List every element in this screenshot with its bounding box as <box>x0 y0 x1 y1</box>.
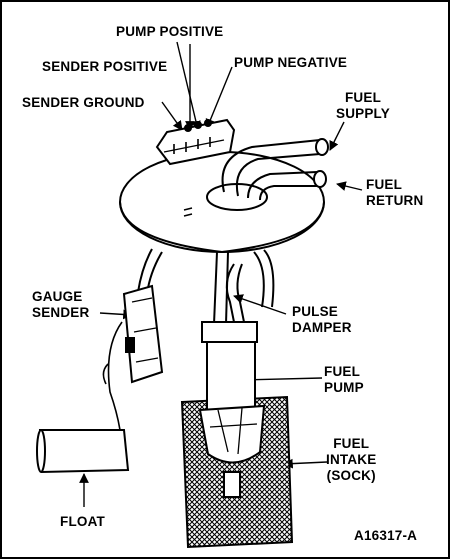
leader-pump-positive <box>176 41 201 131</box>
gauge-sender-body <box>122 284 164 384</box>
figure-id: A16317-A <box>354 528 418 543</box>
leader-sender-ground <box>161 101 183 131</box>
label-pump-negative: PUMP NEGATIVE <box>234 55 348 70</box>
flange-plate <box>119 151 325 254</box>
label-float: FLOAT <box>60 514 105 529</box>
support-tubes <box>137 248 275 325</box>
leader-pump-negative <box>205 66 233 129</box>
label-gauge-sender: GAUGE SENDER <box>32 289 90 320</box>
leader-lines <box>79 41 363 507</box>
leader-fuel-supply <box>329 121 345 151</box>
pump-body <box>198 321 266 498</box>
label-fuel-intake: FUEL INTAKE (SOCK) <box>326 436 377 483</box>
leader-fuel-intake <box>283 458 328 469</box>
label-pulse-damper: PULSE DAMPER <box>292 304 352 335</box>
connector-block <box>155 118 236 166</box>
leader-pulse-damper <box>233 294 287 315</box>
float-arm-and-float <box>36 321 130 474</box>
label-fuel-supply: FUEL SUPPLY <box>336 90 390 121</box>
label-fuel-pump: FUEL PUMP <box>324 364 364 395</box>
fuel-lines <box>221 138 329 201</box>
label-pump-positive: PUMP POSITIVE <box>116 24 224 39</box>
label-fuel-return: FUEL RETURN <box>366 177 424 208</box>
leader-fuel-return <box>336 181 363 191</box>
label-sender-positive: SENDER POSITIVE <box>42 59 168 74</box>
label-sender-ground: SENDER GROUND <box>22 95 145 110</box>
